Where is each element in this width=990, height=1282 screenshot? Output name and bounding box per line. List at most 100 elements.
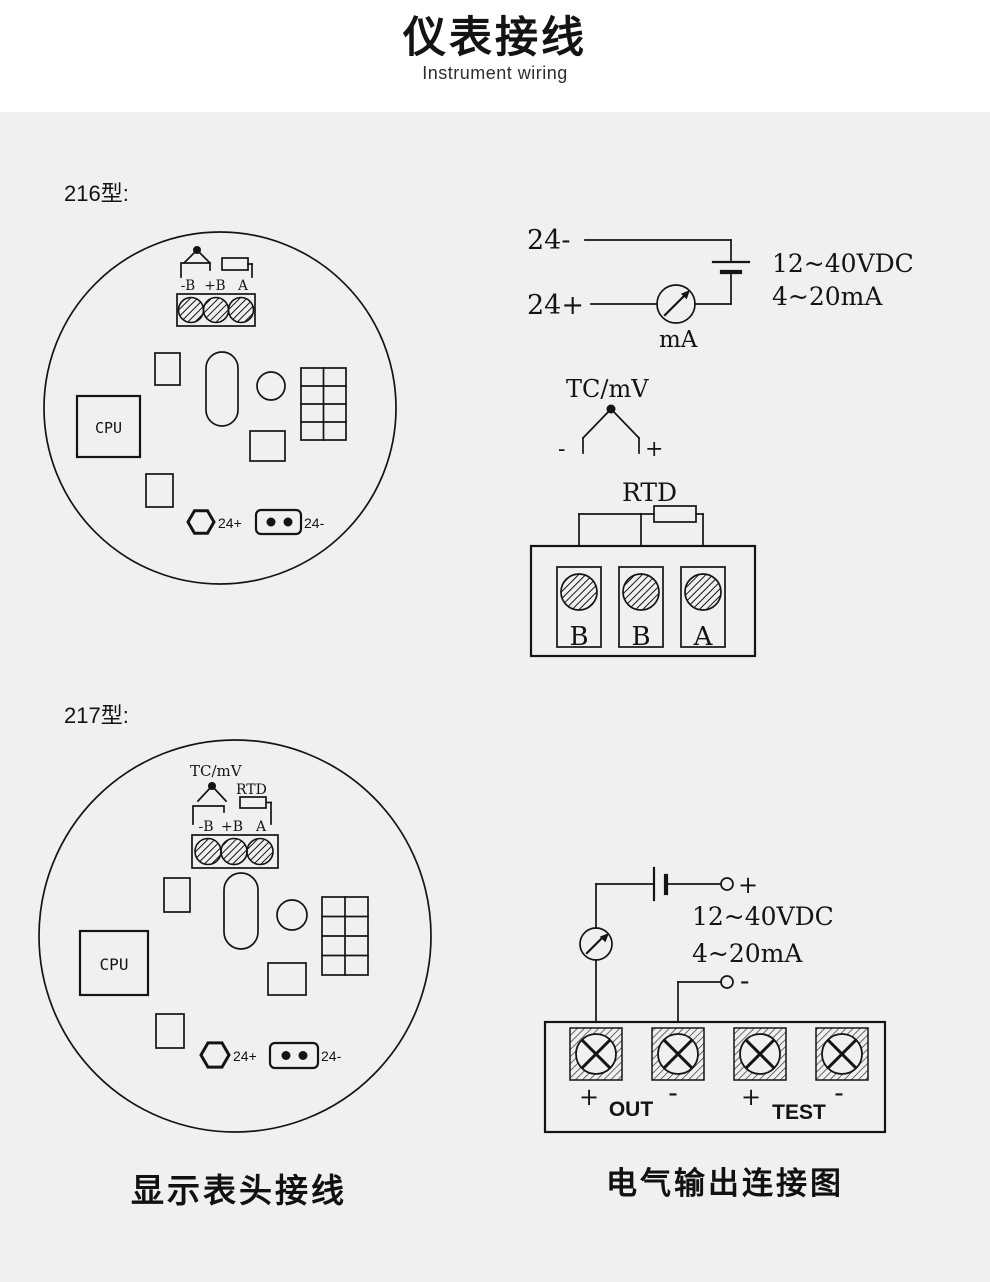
screw-terminal xyxy=(227,296,255,324)
page-header: 仪表接线 Instrument wiring xyxy=(0,0,990,112)
board-217-tc-label: TC/mV xyxy=(190,762,243,780)
component-oval xyxy=(205,351,239,427)
board-216-power-plus: 24+ xyxy=(218,515,242,531)
board-217-terminal-strip xyxy=(191,834,279,869)
plus-terminal-node xyxy=(720,877,734,891)
screw-terminal xyxy=(246,837,274,866)
board-216-terminal-label-3: A xyxy=(237,278,248,294)
component-block xyxy=(267,962,307,996)
test-plus-label: + xyxy=(741,1083,761,1111)
cpu-chip-217: CPU xyxy=(78,929,150,997)
output-screw-terminal-2 xyxy=(651,1027,705,1081)
board-217-sensor-junction xyxy=(192,782,272,825)
board-216-sensor-junction xyxy=(180,246,253,278)
screw-terminal xyxy=(622,573,660,611)
screw-terminal xyxy=(202,296,230,324)
section-label-216: 216型: xyxy=(64,181,129,206)
output-terminal-block xyxy=(543,1020,887,1134)
output-minus-label: - xyxy=(740,964,749,997)
board-217-rtd-label: RTD xyxy=(236,782,267,798)
board-217-terminal-label-2: +B xyxy=(221,819,243,835)
cpu-label: CPU xyxy=(95,419,122,437)
rtd-terminal-2: B xyxy=(618,566,664,652)
cpu-chip-216: CPU xyxy=(75,394,142,459)
battery-icon xyxy=(652,866,669,902)
tc-label: TC/mV xyxy=(566,375,649,403)
board-216-terminal-label-1: -B xyxy=(181,278,196,294)
minus-terminal-node xyxy=(720,975,734,989)
screw-terminal xyxy=(177,296,205,324)
component-grid xyxy=(321,896,369,976)
rtd-terminal-label-3: A xyxy=(693,622,714,652)
board-216: -B +B A CPU xyxy=(43,231,397,585)
screw-terminal xyxy=(560,573,598,611)
tc-input-216: TC/mV - + xyxy=(558,375,663,462)
board-216-power-minus: 24- xyxy=(304,515,325,531)
power-connector-216 xyxy=(254,508,303,536)
component-oval xyxy=(223,872,259,950)
out-label: OUT xyxy=(609,1098,654,1121)
page-subtitle: Instrument wiring xyxy=(422,63,568,84)
hex-nut-icon xyxy=(186,509,216,535)
board-217-power-plus: 24+ xyxy=(233,1048,257,1064)
rtd-label: RTD xyxy=(622,478,677,507)
rtd-input-216: RTD B B A xyxy=(529,478,757,658)
component-block xyxy=(145,473,174,508)
rtd-resistor-icon xyxy=(653,505,697,523)
loop-current-label: 4~20mA xyxy=(772,282,883,311)
component-block xyxy=(155,1013,185,1049)
output-diagram-217: + 12~40VDC 4~20mA - xyxy=(543,866,887,1134)
component-block xyxy=(249,430,286,462)
component-circle xyxy=(276,899,308,931)
ammeter-label: mA xyxy=(659,327,698,353)
output-screw-terminal-4 xyxy=(815,1027,869,1081)
board-217-power-minus: 24- xyxy=(321,1048,342,1064)
component-block xyxy=(154,352,181,386)
output-current-label: 4~20mA xyxy=(692,939,803,968)
board-217-outline xyxy=(38,739,432,1133)
screw-terminal xyxy=(684,573,722,611)
board-217-terminal-label-3: A xyxy=(255,819,267,835)
screw-terminal xyxy=(194,837,222,866)
component-block xyxy=(163,877,191,913)
page-title: 仪表接线 xyxy=(403,14,587,62)
rtd-terminal-label-1: B xyxy=(569,622,588,652)
ammeter-icon xyxy=(579,927,613,961)
out-plus-label: + xyxy=(579,1083,599,1111)
component-grid xyxy=(300,367,347,441)
rtd-terminal-block xyxy=(529,544,757,658)
loop-wire-plus-label: 24+ xyxy=(527,290,584,321)
screw-terminal xyxy=(220,837,248,866)
board-216-outline xyxy=(43,231,397,585)
tc-plus-label: + xyxy=(645,437,663,462)
test-label: TEST xyxy=(772,1101,826,1124)
output-plus-label: + xyxy=(738,871,758,899)
rtd-terminal-label-2: B xyxy=(631,622,650,652)
rtd-terminal-3: A xyxy=(680,566,726,652)
board-216-terminal-strip xyxy=(176,293,256,327)
caption-electrical-output: 电气输出连接图 xyxy=(606,1166,844,1201)
output-voltage-label: 12~40VDC xyxy=(692,902,834,931)
loop-wire-minus-label: 24- xyxy=(527,225,570,256)
test-minus-label: - xyxy=(834,1076,843,1109)
caption-display-head-wiring: 显示表头接线 xyxy=(131,1172,347,1209)
loop-voltage-label: 12~40VDC xyxy=(772,249,914,278)
battery-icon xyxy=(711,260,751,275)
ammeter-icon xyxy=(656,284,696,324)
board-216-terminal-label-2: +B xyxy=(204,278,225,294)
resistor-icon xyxy=(239,796,267,809)
resistor-icon xyxy=(221,257,249,271)
connector-housing xyxy=(192,805,225,825)
out-minus-label: - xyxy=(668,1076,677,1109)
output-screw-terminal-3 xyxy=(733,1027,787,1081)
tc-minus-label: - xyxy=(558,437,565,462)
board-217: TC/mV RTD -B +B A xyxy=(38,739,432,1133)
connector-housing xyxy=(180,262,211,278)
board-217-terminal-label-1: -B xyxy=(198,819,213,835)
component-circle xyxy=(256,371,286,401)
cpu-label: CPU xyxy=(100,955,129,974)
section-label-217: 217型: xyxy=(64,703,129,728)
hex-nut-icon xyxy=(199,1041,231,1069)
